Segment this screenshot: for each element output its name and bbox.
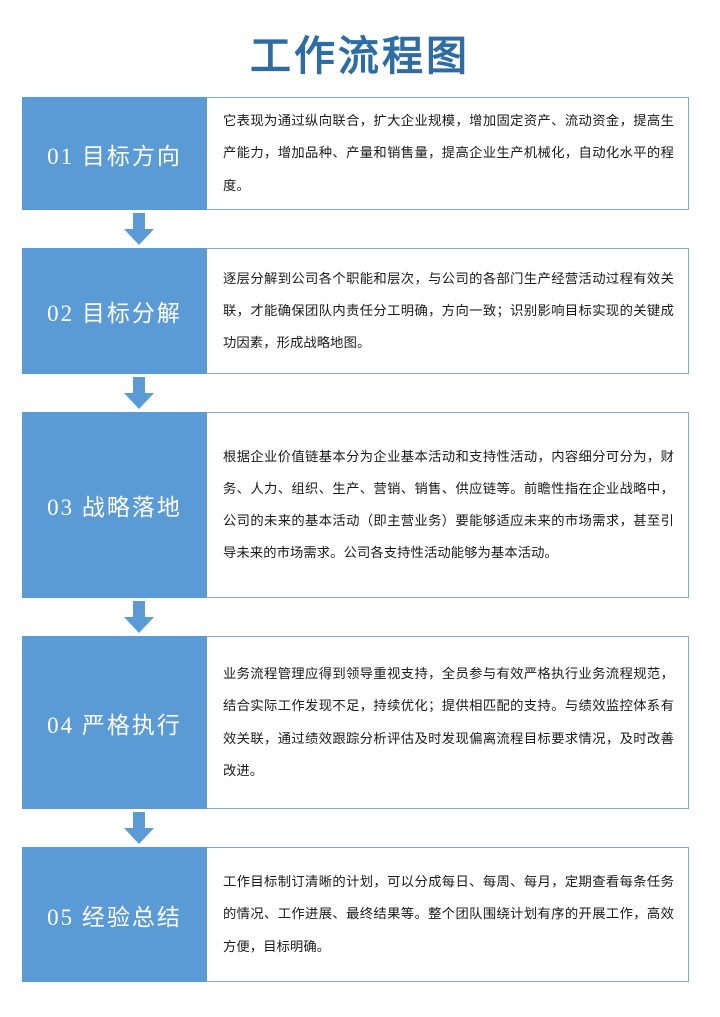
flow-step-row: 03 战略落地 根据企业价值链基本分为企业基本活动和支持性活动，内容细分可分为，…: [22, 412, 689, 598]
stage-body-05: 工作目标制订清晰的计划，可以分成每日、每周、每月，定期查看每条任务的情况、工作进…: [207, 847, 689, 982]
stage-description-05: 工作目标制订清晰的计划，可以分成每日、每周、每月，定期查看每条任务的情况、工作进…: [223, 874, 674, 954]
stage-label-04[interactable]: 04 严格执行: [22, 636, 207, 809]
stage-description-03: 根据企业价值链基本分为企业基本活动和支持性活动，内容细分可分为，财务、人力、组织…: [223, 448, 674, 561]
arrow-down-icon: [124, 601, 154, 633]
stage-label-text: 05 经验总结: [47, 904, 182, 930]
stage-description-04: 业务流程管理应得到领导重视支持，全员参与有效严格执行业务流程规范，结合实际工作发…: [223, 666, 674, 778]
connector-02-03: [22, 374, 690, 412]
connector-03-04: [22, 598, 690, 636]
flow-step-row: 04 严格执行 业务流程管理应得到领导重视支持，全员参与有效严格执行业务流程规范…: [22, 636, 689, 809]
flowchart: 01 目标方向 它表现为通过纵向联合，扩大企业规模，增加固定资产、流动资金，提高…: [22, 97, 690, 982]
page-title: 工作流程图: [250, 33, 470, 79]
connector-04-05: [22, 809, 690, 847]
stage-label-text: 04 严格执行: [47, 712, 182, 738]
stage-label-text: 02 目标分解: [47, 301, 182, 326]
flow-step-row: 05 经验总结 工作目标制订清晰的计划，可以分成每日、每周、每月，定期查看每条任…: [22, 847, 689, 982]
arrow-down-icon: [124, 213, 154, 245]
flow-step-row: 01 目标方向 它表现为通过纵向联合，扩大企业规模，增加固定资产、流动资金，提高…: [22, 97, 689, 210]
arrow-down-icon: [124, 812, 154, 844]
stage-description-01: 它表现为通过纵向联合，扩大企业规模，增加固定资产、流动资金，提高生产能力，增加品…: [223, 113, 674, 193]
connector-01-02: [22, 210, 690, 248]
stage-label-text: 01 目标方向: [47, 143, 182, 169]
stage-label-text: 03 战略落地: [47, 495, 182, 520]
flow-step-row: 02 目标分解 逐层分解到公司各个职能和层次，与公司的各部门生产经营活动过程有效…: [22, 248, 689, 374]
stage-label-05[interactable]: 05 经验总结: [22, 847, 207, 982]
stage-body-03: 根据企业价值链基本分为企业基本活动和支持性活动，内容细分可分为，财务、人力、组织…: [207, 412, 689, 598]
stage-body-02: 逐层分解到公司各个职能和层次，与公司的各部门生产经营活动过程有效关联，才能确保团…: [207, 248, 689, 374]
stage-label-03[interactable]: 03 战略落地: [22, 412, 207, 598]
stage-description-02: 逐层分解到公司各个职能和层次，与公司的各部门生产经营活动过程有效关联，才能确保团…: [223, 270, 674, 351]
arrow-down-icon: [124, 377, 154, 409]
stage-label-02[interactable]: 02 目标分解: [22, 248, 207, 374]
stage-body-04: 业务流程管理应得到领导重视支持，全员参与有效严格执行业务流程规范，结合实际工作发…: [207, 636, 689, 809]
stage-body-01: 它表现为通过纵向联合，扩大企业规模，增加固定资产、流动资金，提高生产能力，增加品…: [207, 97, 689, 210]
stage-label-01[interactable]: 01 目标方向: [22, 97, 207, 210]
